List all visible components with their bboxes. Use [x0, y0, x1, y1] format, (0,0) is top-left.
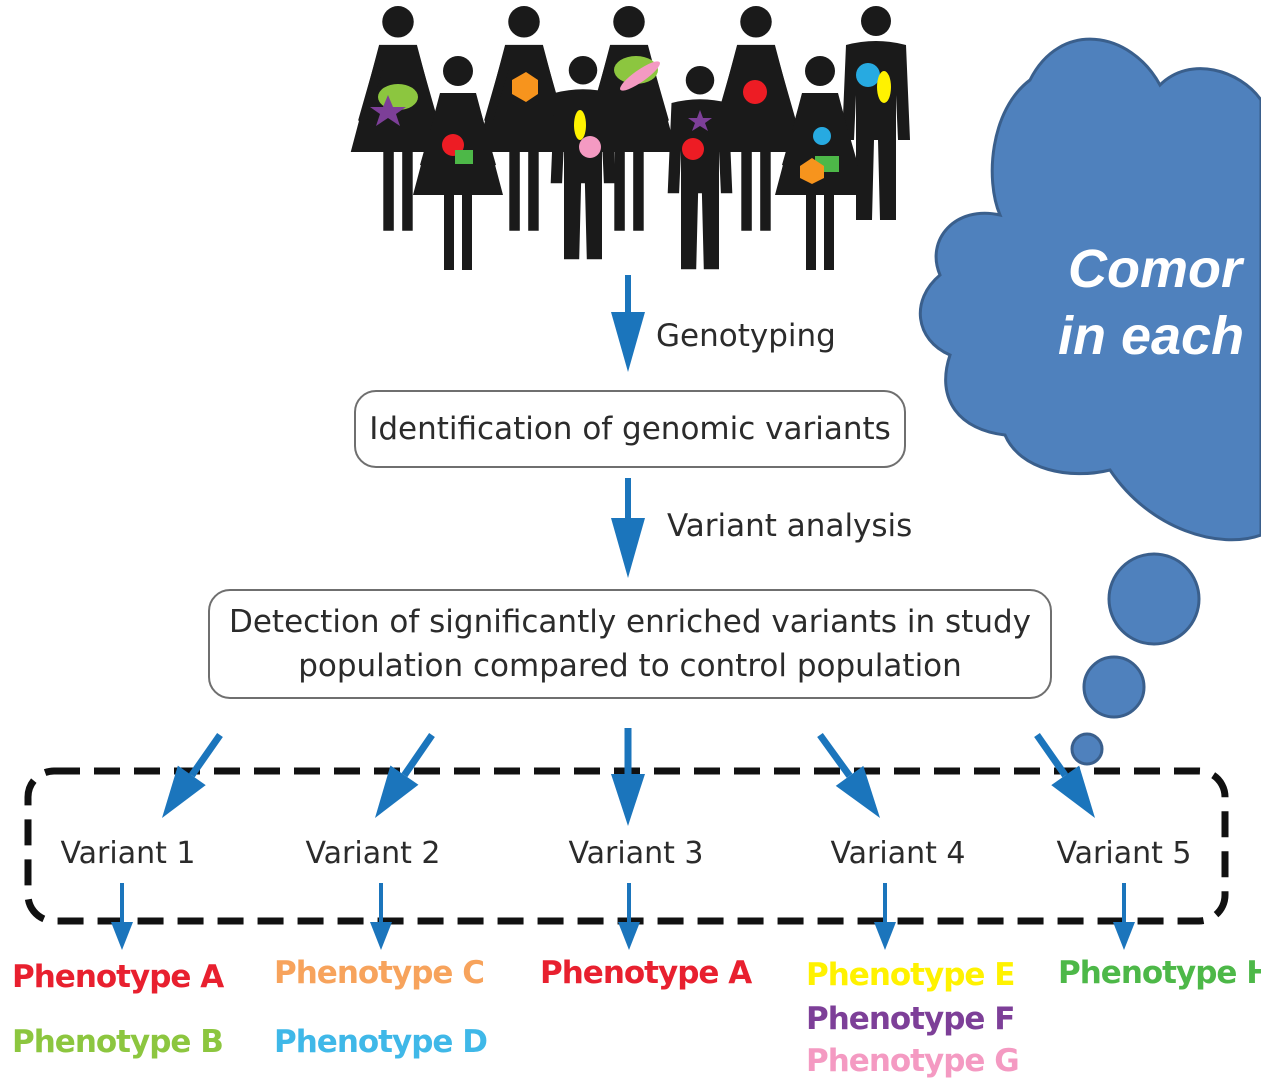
thought-cloud-shape: [918, 37, 1261, 542]
detection-box-text-line1: Detection of significantly enriched vari…: [228, 604, 1032, 640]
thought-cloud-icon: [918, 37, 1261, 766]
variant-label-2: Variant 2: [305, 836, 441, 871]
variant-label-3: Variant 3: [568, 836, 704, 871]
down-arrow-icon: [611, 728, 645, 826]
thought-bubble-small: [1070, 732, 1104, 766]
identification-box-text: Identification of genomic variants: [369, 411, 891, 447]
arrows-layer: [111, 275, 1135, 950]
organ-shape: [856, 63, 880, 87]
person-woman-icon: [775, 56, 865, 270]
person-woman-icon: [413, 56, 503, 270]
person-woman-icon: [350, 6, 446, 231]
down-arrow-icon: [618, 883, 640, 950]
phenotype-v2-d: Phenotype D: [274, 1024, 488, 1060]
person-man-icon: [550, 55, 616, 260]
diagonal-arrow-icon: [817, 732, 880, 818]
down-arrow-icon: [874, 883, 896, 950]
step-label-variant-analysis: Variant analysis: [667, 508, 913, 544]
phenotype-v4-f: Phenotype F: [806, 1001, 1015, 1037]
organ-shape: [743, 80, 767, 104]
down-arrow-icon: [370, 883, 392, 950]
down-arrow-icon: [111, 883, 133, 950]
organ-shape: [574, 110, 586, 140]
organ-shape: [688, 110, 712, 131]
thought-bubble-medium: [1082, 655, 1146, 719]
step-label-genotyping: Genotyping: [656, 318, 836, 354]
people-group-icon: [350, 6, 910, 270]
thought-bubble-text-line1: Comor: [1068, 239, 1242, 299]
phenotype-v2-c: Phenotype C: [274, 955, 485, 991]
diagonal-arrow-icon: [1034, 732, 1095, 818]
phenotype-v4-g: Phenotype G: [806, 1043, 1020, 1079]
phenotype-v3-a: Phenotype A: [540, 955, 752, 991]
detection-box-text-line2: population compared to control populatio…: [298, 648, 962, 684]
variant-label-1: Variant 1: [60, 836, 196, 871]
diagonal-arrow-icon: [162, 732, 223, 818]
organ-shape: [620, 61, 660, 91]
detection-box: Detection of significantly enriched vari…: [208, 589, 1052, 699]
thought-bubble-large: [1107, 552, 1201, 646]
phenotype-v1-b: Phenotype B: [12, 1024, 224, 1060]
phenotype-v1-a: Phenotype A: [12, 959, 224, 995]
organ-shape: [800, 158, 824, 184]
variant-label-4: Variant 4: [830, 836, 966, 871]
down-arrow-icon: [1113, 883, 1135, 950]
variant-label-5: Variant 5: [1056, 836, 1192, 871]
person-man-icon: [667, 65, 733, 270]
organ-shape: [455, 150, 473, 164]
thought-bubble-text-line2: in each: [1058, 306, 1245, 366]
organ-shape: [877, 71, 891, 103]
phenotype-v4-e: Phenotype E: [806, 957, 1015, 993]
phenotype-v5-h: Phenotype H: [1058, 955, 1261, 991]
down-arrow-icon: [611, 478, 645, 578]
organ-shape: [813, 127, 831, 145]
identification-box: Identification of genomic variants: [354, 390, 906, 468]
down-arrow-icon: [611, 275, 645, 372]
organ-shape: [370, 95, 406, 126]
organ-shape: [512, 72, 538, 102]
organ-shape: [682, 138, 704, 160]
organ-shape: [579, 136, 601, 158]
diagonal-arrow-icon: [375, 733, 435, 818]
